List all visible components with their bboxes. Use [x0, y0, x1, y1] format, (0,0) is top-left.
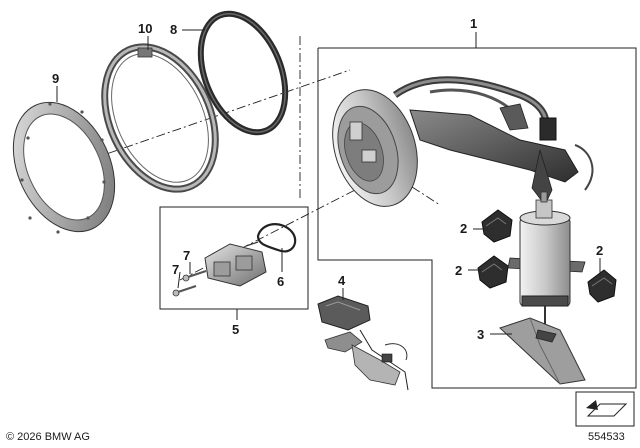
callout-6: 6 [277, 274, 284, 289]
sealing-ring-part-8 [197, 10, 289, 136]
callout-2-left: 2 [455, 263, 462, 278]
clamping-ring-part-10 [101, 43, 219, 193]
locking-ring-part-9 [12, 101, 116, 234]
assembly-5-frame [159, 206, 309, 310]
screw-part-7-a [172, 285, 197, 297]
leader-lines [56, 29, 601, 335]
assembly-1-frame [317, 47, 637, 389]
callout-7-a: 7 [172, 262, 179, 277]
pressure-regulator-part-5 [204, 241, 267, 287]
rubber-mount-part-2-right [587, 269, 617, 303]
callout-1: 1 [470, 16, 477, 31]
diagram-number: 554533 [588, 431, 625, 443]
sheet-icon [575, 391, 635, 427]
callout-9: 9 [52, 71, 59, 86]
fuel-pump-assembly-part-1 [332, 76, 594, 207]
callout-7-b: 7 [183, 248, 190, 263]
copyright-text: © 2026 BMW AG [6, 431, 90, 443]
fuel-pump-cylinder [507, 191, 586, 335]
strainer-part-3 [499, 317, 586, 385]
screw-part-7-b [182, 270, 207, 282]
callout-10: 10 [138, 21, 152, 36]
callout-3: 3 [477, 327, 484, 342]
callout-2-right: 2 [596, 243, 603, 258]
callout-4: 4 [338, 273, 346, 288]
o-ring-part-6 [256, 223, 297, 253]
callout-8: 8 [170, 22, 177, 37]
fuel-level-sensor-part-4 [317, 295, 409, 391]
callout-5: 5 [232, 322, 239, 337]
rubber-mount-part-2-top [481, 209, 513, 243]
rubber-mount-part-2-left [477, 255, 509, 289]
callout-2-top: 2 [460, 221, 467, 236]
